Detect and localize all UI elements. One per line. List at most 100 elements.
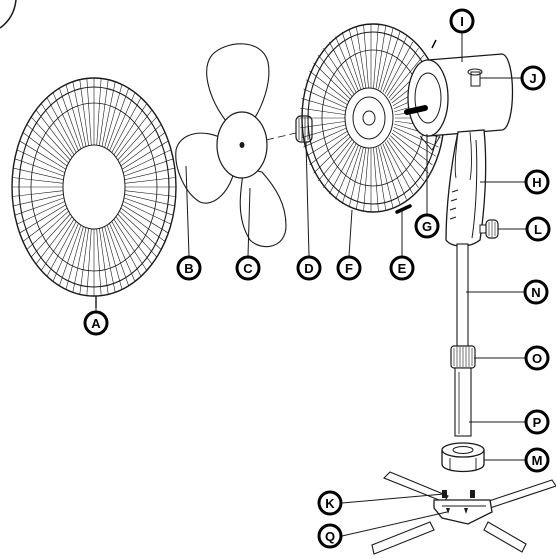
grille-spoke <box>59 224 82 286</box>
callout-C-text: C <box>243 261 253 276</box>
grille-spoke <box>355 26 367 89</box>
grille-spoke <box>388 137 424 182</box>
grille-spoke <box>106 88 129 150</box>
callout-O-text: O <box>532 351 542 366</box>
grille-spoke <box>386 140 419 189</box>
grille-spoke <box>341 145 362 204</box>
motor-housing <box>404 39 514 151</box>
grille-spoke <box>26 124 69 164</box>
grille-spoke <box>104 84 123 148</box>
callout-M-text: M <box>532 453 543 468</box>
grille-spoke <box>348 146 364 208</box>
leader-C <box>247 187 251 257</box>
grille-spoke <box>117 213 158 258</box>
grille-spoke <box>123 158 174 177</box>
cross-base <box>371 471 556 555</box>
grille-spoke <box>13 167 64 180</box>
callout-M: M <box>524 447 550 473</box>
grille-spoke <box>392 129 437 157</box>
grille-spoke <box>123 149 172 173</box>
grille-spoke <box>12 177 64 184</box>
grille-spoke <box>123 197 174 216</box>
grille-spoke <box>115 216 153 265</box>
grille-spoke <box>22 132 68 167</box>
grille-spoke <box>124 167 175 180</box>
grille-spoke <box>335 36 360 93</box>
grille-spoke <box>300 107 348 116</box>
grille-spoke <box>380 145 401 204</box>
grille-spoke <box>79 79 89 146</box>
callout-G-text: G <box>422 219 432 234</box>
grille-spoke <box>104 226 123 290</box>
grille-spoke <box>120 207 166 242</box>
grille-spoke <box>111 97 142 153</box>
grille-spoke <box>373 24 379 89</box>
callout-I-text: I <box>460 14 464 29</box>
callout-F-text: F <box>345 261 353 276</box>
grille-spoke <box>14 158 65 177</box>
grille-spoke <box>19 140 67 170</box>
leader-F <box>348 209 353 257</box>
front-grille <box>300 23 445 213</box>
grille-spoke <box>335 143 360 200</box>
grille-spoke <box>115 109 153 158</box>
grille-spoke <box>99 79 109 146</box>
grille-spoke <box>386 47 419 96</box>
grille-clip <box>395 204 412 214</box>
callout-K-text: K <box>325 496 335 511</box>
callout-A: A <box>83 310 109 336</box>
leader-B <box>185 165 190 257</box>
grille-spoke <box>52 223 79 282</box>
callout-L-text: L <box>534 222 542 237</box>
callout-O: O <box>524 345 550 371</box>
callout-B: B <box>176 255 202 281</box>
grille-spoke <box>363 24 369 89</box>
grille-spoke <box>113 219 147 271</box>
grille-spoke <box>390 135 429 174</box>
grille-spoke <box>41 103 75 155</box>
grille-spoke <box>96 228 102 296</box>
grille-spoke <box>388 54 424 99</box>
leader-Q <box>341 511 448 537</box>
grille-spoke <box>384 41 413 94</box>
grille-spoke <box>391 132 433 166</box>
grille-spoke <box>363 147 369 212</box>
grille-spoke <box>16 149 65 173</box>
grille-spoke <box>13 194 64 207</box>
grille-spoke <box>323 140 356 189</box>
callout-D-text: D <box>304 261 313 276</box>
grille-spoke <box>101 227 116 293</box>
grille-spoke <box>124 190 176 197</box>
grille-spoke <box>52 92 79 151</box>
grille-spoke <box>46 221 77 277</box>
callout-P: P <box>524 409 550 435</box>
fan-blade <box>175 43 297 248</box>
grille-spoke <box>373 147 379 212</box>
callout-E-text: E <box>398 261 407 276</box>
grille-spoke <box>12 190 64 197</box>
grille-spoke <box>123 201 172 225</box>
grille-spoke <box>86 78 92 146</box>
callout-E: E <box>389 255 415 281</box>
grille-spoke <box>348 28 364 90</box>
grille-spoke <box>111 221 142 277</box>
grille-spoke <box>101 81 116 147</box>
grille-spoke <box>109 223 136 282</box>
callout-N: N <box>523 279 549 305</box>
grille-spoke <box>65 226 84 290</box>
callout-G: G <box>414 213 440 239</box>
grille-spoke <box>378 146 394 208</box>
callout-H: H <box>524 169 550 195</box>
grille-spoke <box>329 41 358 94</box>
grille-spoke <box>22 207 68 242</box>
callout-I: I <box>449 8 475 34</box>
grille-spoke <box>329 142 358 195</box>
grille-spoke <box>382 143 407 200</box>
grille-spoke <box>382 36 407 93</box>
grille-spoke <box>30 116 71 161</box>
grille-spoke <box>109 92 136 151</box>
grille-spoke <box>355 147 367 210</box>
callout-J: J <box>520 65 546 91</box>
height-collar <box>450 345 476 369</box>
callout-D: D <box>296 255 322 281</box>
